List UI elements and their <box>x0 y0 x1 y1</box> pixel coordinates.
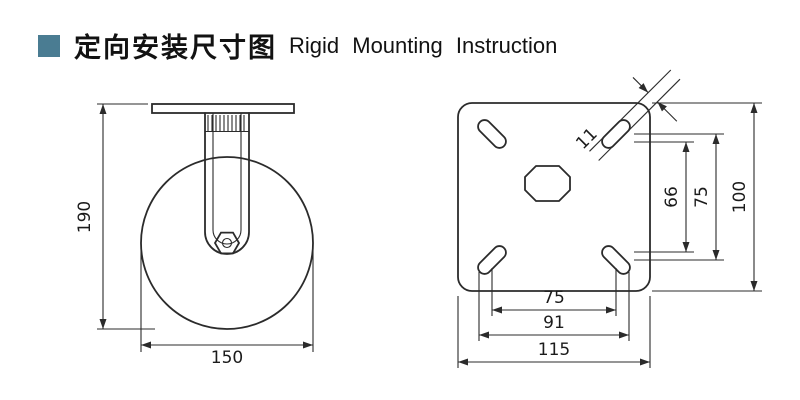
axle-center <box>221 237 233 249</box>
fork-inner <box>212 113 242 245</box>
mounting-plate-top-view: 11 66 75 100 75 <box>457 69 762 368</box>
dim-label-75-horizontal: 75 <box>543 288 565 308</box>
dim-pitch-inner-vertical: 66 <box>634 141 694 253</box>
slot-hole-top-right <box>601 119 631 149</box>
dim-wheel-diameter: 150 <box>140 250 314 368</box>
dim-overall-height: 190 <box>75 103 155 330</box>
dim-pitch-vertical: 75 <box>634 133 724 261</box>
extension-line <box>589 69 672 152</box>
dim-label-66: 66 <box>662 186 682 208</box>
dim-slot-width: 11 <box>572 69 681 161</box>
dim-label-height: 190 <box>75 201 95 233</box>
dim-plate-width: 115 <box>457 296 651 368</box>
dim-label-91: 91 <box>543 313 565 333</box>
top-plate-side <box>151 103 295 114</box>
dim-plate-depth: 100 <box>652 102 762 292</box>
slot-hole-bottom-left <box>477 245 507 275</box>
page-title-chinese: 定向安装尺寸图 <box>74 33 277 64</box>
wheel <box>140 156 314 330</box>
title-bullet-square <box>38 34 60 57</box>
stem-ribs <box>207 115 245 131</box>
title-bullet-icon <box>38 34 60 57</box>
dim-label-plate-width: 115 <box>538 340 570 360</box>
slot-hole-top-left <box>477 119 507 149</box>
mounting-plate <box>457 102 651 292</box>
slot-hole-bottom-right <box>601 245 631 275</box>
dim-label-plate-depth: 100 <box>730 181 750 213</box>
dim-label-slot-width: 11 <box>572 124 601 153</box>
dimension-arrow <box>632 77 649 94</box>
center-hole <box>524 165 571 202</box>
axle-nut <box>213 231 241 255</box>
caster-side-view: 190 150 <box>75 103 314 368</box>
dimension-arrow <box>656 101 678 122</box>
page-title-english: Rigid Mounting Instruction <box>289 32 558 58</box>
extension-line <box>598 78 681 161</box>
title-bullet <box>38 34 60 57</box>
dim-pitch-horizontal: 75 <box>491 268 617 316</box>
dim-label-wheel-diameter: 150 <box>211 348 243 368</box>
dim-pitch-outer-horizontal: 91 <box>478 272 630 341</box>
dim-label-75-vertical: 75 <box>692 186 712 208</box>
page-header: 定向安装尺寸图 Rigid Mounting Instruction <box>38 26 557 65</box>
